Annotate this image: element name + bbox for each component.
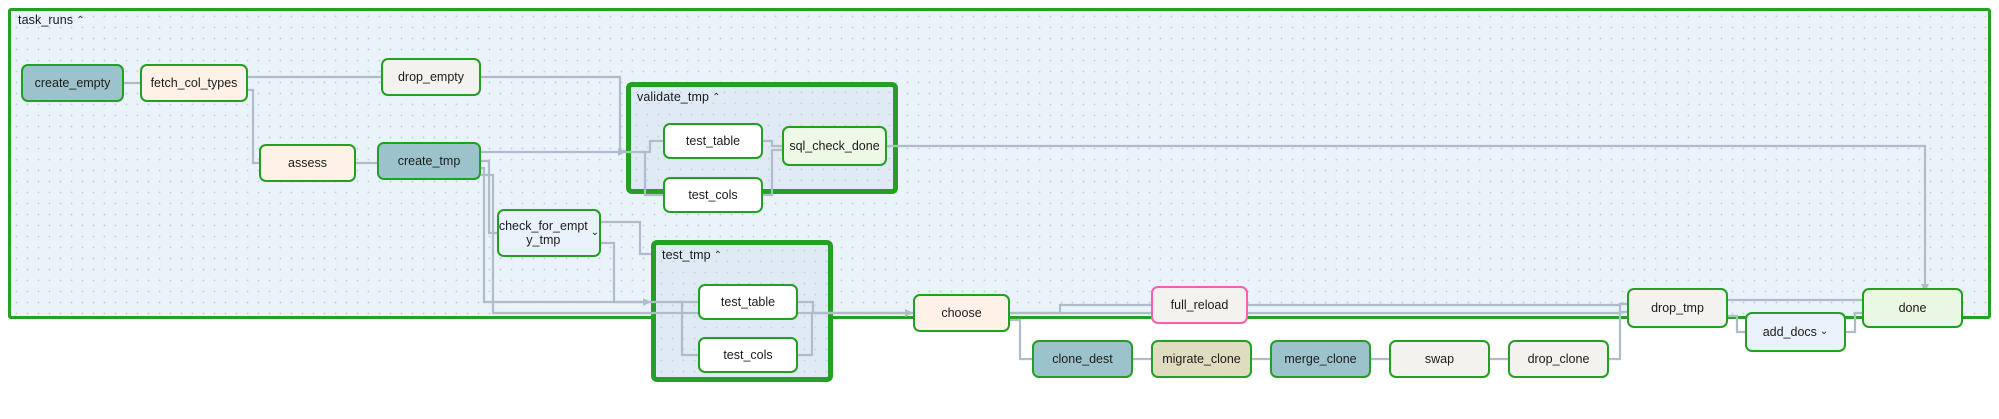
- node-validate_test_cols[interactable]: test_cols: [663, 177, 763, 213]
- group-title-test_tmp: test_tmp: [662, 248, 711, 262]
- collapse-caret-icon: ⌃: [713, 249, 723, 261]
- node-test_tmp_test_cols[interactable]: test_cols: [698, 337, 798, 373]
- node-swap[interactable]: swap: [1389, 340, 1490, 378]
- node-label-create_tmp: create_tmp: [397, 153, 461, 168]
- node-label-swap: swap: [1424, 351, 1455, 366]
- edge-choose-clone_dest: [1010, 318, 1032, 361]
- node-label-clone_dest: clone_dest: [1052, 351, 1113, 366]
- group-label-validate_tmp[interactable]: validate_tmp⌃: [637, 90, 721, 104]
- node-label-add_docs: add_docs: [1762, 324, 1817, 339]
- node-clone_dest[interactable]: clone_dest: [1032, 340, 1133, 378]
- node-label-create_empty: create_empty: [34, 75, 111, 90]
- node-label-drop_clone: drop_clone: [1527, 351, 1590, 366]
- group-label-task_runs[interactable]: task_runs⌃: [18, 13, 85, 27]
- node-label-full_reload: full_reload: [1170, 297, 1229, 312]
- node-label-test_tmp_test_cols: test_cols: [723, 347, 773, 362]
- chevron-down-icon[interactable]: ⌄: [1819, 326, 1829, 337]
- group-title-validate_tmp: validate_tmp: [637, 90, 710, 104]
- chevron-down-icon[interactable]: ⌄: [590, 227, 600, 238]
- node-label-fetch_col_types: fetch_col_types: [150, 75, 238, 90]
- node-choose[interactable]: choose: [913, 294, 1010, 332]
- node-label-migrate_clone: migrate_clone: [1162, 351, 1241, 366]
- node-create_tmp[interactable]: create_tmp: [377, 142, 481, 180]
- node-label-check_for_empty_tmp: check_for_empt y_tmp: [498, 218, 588, 247]
- collapse-caret-icon: ⌃: [712, 91, 721, 103]
- edge-drop_clone-drop_tmp: [1609, 310, 1627, 361]
- node-drop_empty[interactable]: drop_empty: [381, 58, 481, 96]
- node-label-done: done: [1898, 300, 1927, 315]
- node-drop_tmp[interactable]: drop_tmp: [1627, 288, 1728, 328]
- node-label-validate_test_table: test_table: [685, 133, 741, 148]
- node-add_docs[interactable]: add_docs⌄: [1745, 312, 1846, 352]
- node-create_empty[interactable]: create_empty: [21, 64, 124, 102]
- node-validate_test_table[interactable]: test_table: [663, 123, 763, 159]
- collapse-caret-icon: ⌃: [76, 14, 85, 26]
- node-drop_clone[interactable]: drop_clone: [1508, 340, 1609, 378]
- node-sql_check_done[interactable]: sql_check_done: [782, 126, 887, 166]
- group-label-test_tmp[interactable]: test_tmp⌃: [662, 248, 722, 262]
- node-label-choose: choose: [941, 305, 982, 320]
- node-label-assess: assess: [288, 155, 327, 170]
- node-label-validate_test_cols: test_cols: [688, 187, 738, 202]
- node-assess[interactable]: assess: [259, 144, 356, 182]
- node-test_tmp_test_table[interactable]: test_table: [698, 284, 798, 320]
- node-check_for_empty_tmp[interactable]: check_for_empt y_tmp⌄: [497, 209, 601, 257]
- node-label-sql_check_done: sql_check_done: [789, 138, 880, 153]
- node-full_reload[interactable]: full_reload: [1151, 286, 1248, 324]
- node-label-drop_tmp: drop_tmp: [1651, 300, 1704, 315]
- node-label-test_tmp_test_table: test_table: [720, 294, 776, 309]
- node-merge_clone[interactable]: merge_clone: [1270, 340, 1371, 378]
- node-label-merge_clone: merge_clone: [1284, 351, 1357, 366]
- node-label-drop_empty: drop_empty: [397, 69, 464, 84]
- node-fetch_col_types[interactable]: fetch_col_types: [140, 64, 248, 102]
- node-done[interactable]: done: [1862, 288, 1963, 328]
- node-migrate_clone[interactable]: migrate_clone: [1151, 340, 1252, 378]
- group-title-task_runs: task_runs: [18, 13, 74, 27]
